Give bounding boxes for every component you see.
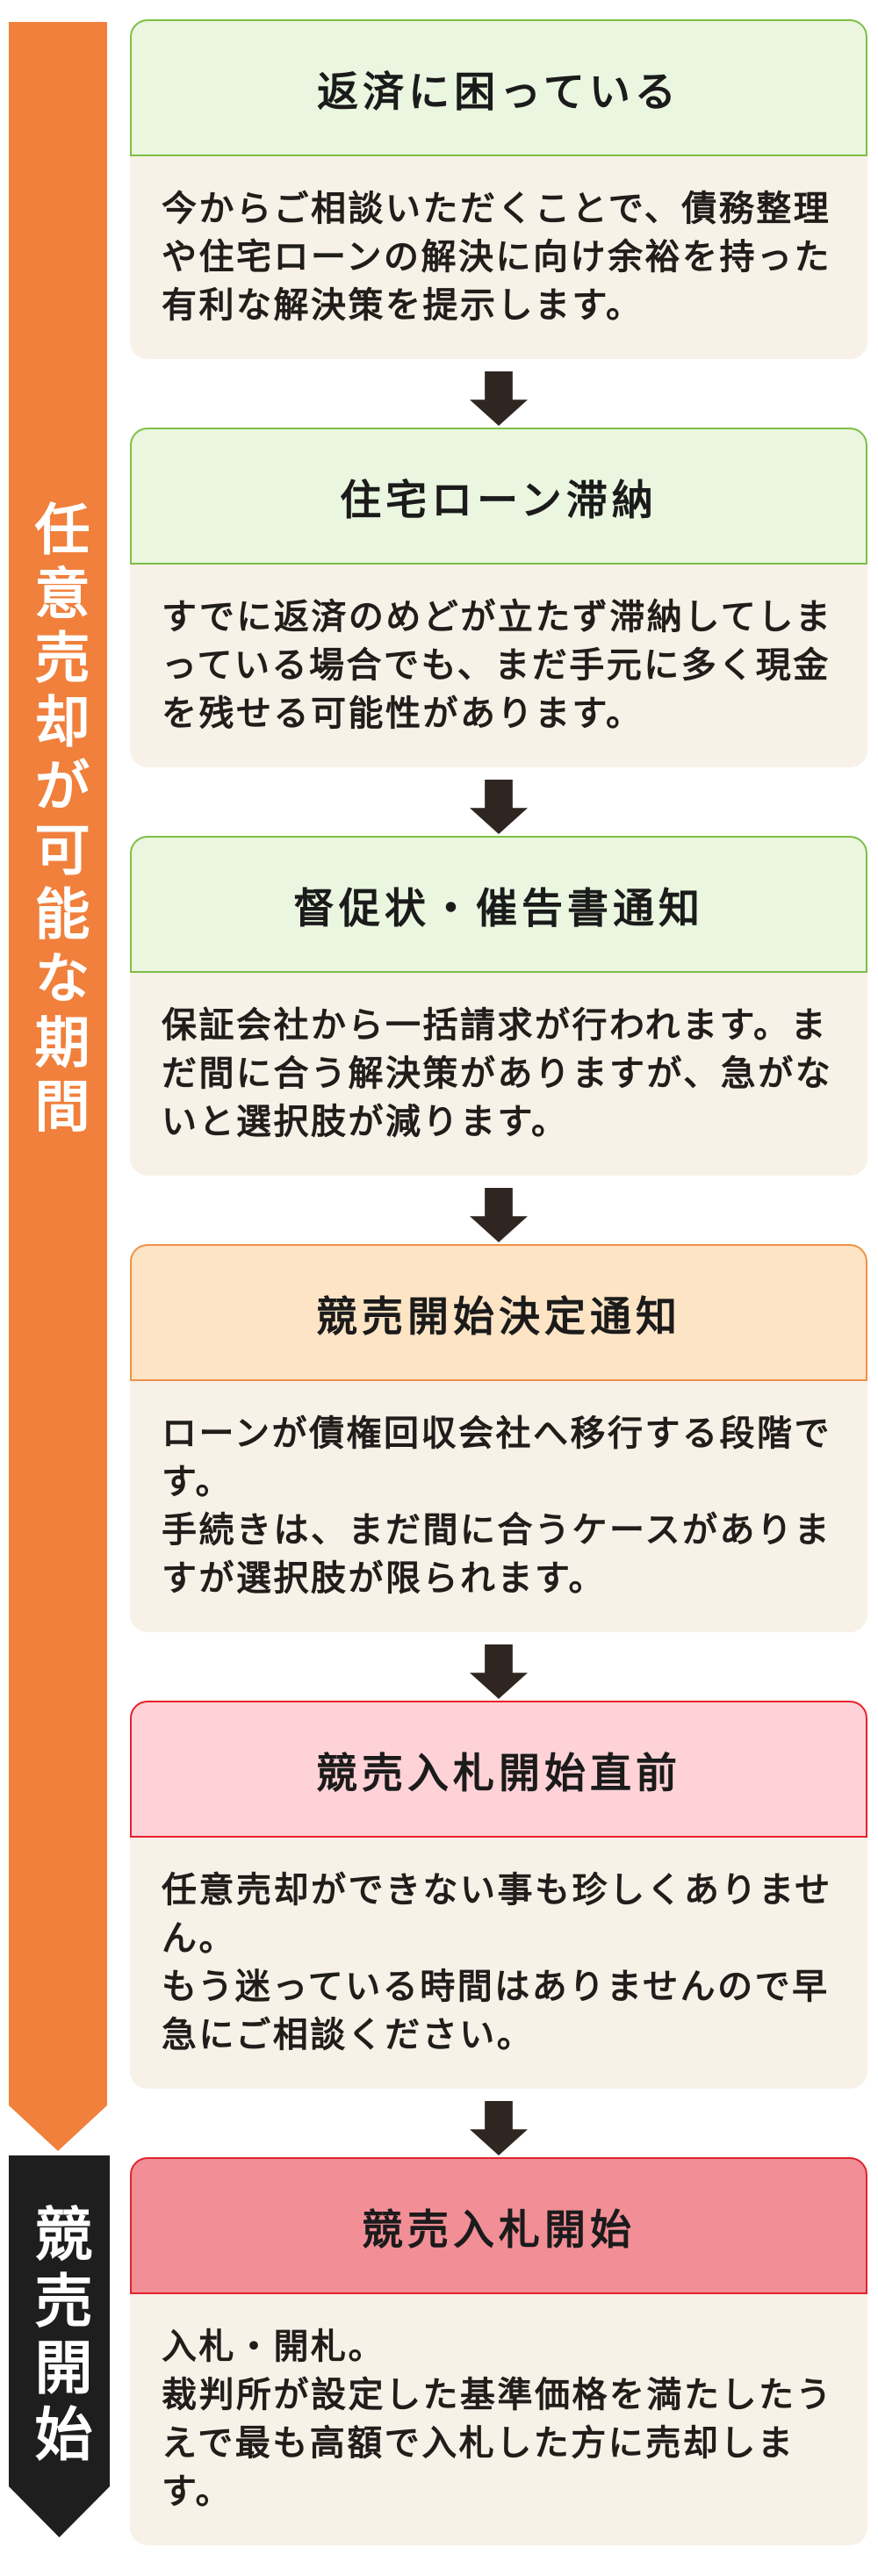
- step-header: 返済に困っている: [130, 19, 867, 156]
- flow-step-2: 住宅ローン滞納 すでに返済のめどが立たず滞納してしまっている場合でも、まだ手元に…: [130, 428, 867, 767]
- auction-banner-label: 競売開始: [26, 2204, 92, 2471]
- flow-step-3: 督促状・催告書通知 保証会社から一括請求が行われます。まだ間に合う解決策がありま…: [130, 836, 867, 1176]
- step-paragraph: すでに返済のめどが立たず滞納してしまっている場合でも、まだ手元に多く現金を残せる…: [162, 598, 833, 733]
- step-title: 返済に困っている: [317, 68, 680, 115]
- step-title: 競売開始決定通知: [316, 1292, 681, 1340]
- arrow-down-icon: [470, 780, 528, 834]
- flow-column: 返済に困っている 今からご相談いただくことで、債務整理や住宅ローンの解決に向け余…: [130, 19, 867, 2545]
- flow-step-6: 競売入札開始 入札・開札。裁判所が設定した基準価格を満たしたうえで最も高額で入札…: [130, 2157, 867, 2545]
- arrow-down-icon: [470, 1188, 528, 1242]
- step-title: 競売入札開始直前: [316, 1749, 681, 1796]
- step-paragraph: もう迷っている時間はありませんので早急にご相談ください。: [162, 1968, 830, 2054]
- period-banner-label: 任意売却が可能な期間: [26, 500, 89, 1141]
- flow-step-5: 競売入札開始直前 任意売却ができない事も珍しくありません。もう迷っている時間はあ…: [130, 1701, 867, 2089]
- period-banner: 任意売却が可能な期間: [9, 22, 107, 2151]
- step-description: 任意売却ができない事も珍しくありません。もう迷っている時間はありませんので早急に…: [130, 1838, 867, 2089]
- flow-step-1: 返済に困っている 今からご相談いただくことで、債務整理や住宅ローンの解決に向け余…: [130, 19, 867, 359]
- step-paragraph: 裁判所が設定した基準価格を満たしたうえで最も高額で入札した方に売却します。: [162, 2376, 833, 2511]
- step-header: 督促状・催告書通知: [130, 836, 867, 973]
- step-description: ローンが債権回収会社へ移行する段階です。手続きは、まだ間に合うケースがありますが…: [130, 1381, 867, 1632]
- step-paragraph: ローンが債権回収会社へ移行する段階です。: [162, 1414, 831, 1501]
- step-paragraph: 手続きは、まだ間に合うケースがありますが選択肢が限られます。: [162, 1511, 831, 1598]
- auction-banner: 競売開始: [9, 2155, 110, 2537]
- arrow-down-icon: [470, 2101, 528, 2155]
- arrow-down-icon: [470, 1644, 528, 1699]
- step-header: 住宅ローン滞納: [130, 428, 867, 565]
- step-header: 競売開始決定通知: [130, 1244, 867, 1381]
- step-title: 住宅ローン滞納: [340, 476, 658, 523]
- step-description: 今からご相談いただくことで、債務整理や住宅ローンの解決に向け余裕を持った有利な解…: [130, 156, 867, 359]
- flow-arrow-connector: [130, 1176, 867, 1244]
- step-paragraph: 今からご相談いただくことで、債務整理や住宅ローンの解決に向け余裕を持った有利な解…: [162, 190, 831, 325]
- arrow-down-icon: [470, 371, 528, 426]
- step-paragraph: 入札・開札。: [162, 2328, 385, 2366]
- step-description: 入札・開札。裁判所が設定した基準価格を満たしたうえで最も高額で入札した方に売却し…: [130, 2294, 867, 2545]
- step-title: 督促状・催告書通知: [293, 884, 704, 932]
- step-description: 保証会社から一括請求が行われます。まだ間に合う解決策がありますが、急がないと選択…: [130, 973, 867, 1176]
- flow-arrow-connector: [130, 767, 867, 836]
- flow-arrow-connector: [130, 2089, 867, 2157]
- flow-arrow-connector: [130, 359, 867, 428]
- step-paragraph: 保証会社から一括請求が行われます。まだ間に合う解決策がありますが、急がないと選択…: [162, 1006, 833, 1141]
- step-header: 競売入札開始: [130, 2157, 867, 2294]
- step-paragraph: 任意売却ができない事も珍しくありません。: [162, 1871, 832, 1958]
- flow-step-4: 競売開始決定通知 ローンが債権回収会社へ移行する段階です。手続きは、まだ間に合う…: [130, 1244, 867, 1632]
- step-description: すでに返済のめどが立たず滞納してしまっている場合でも、まだ手元に多く現金を残せる…: [130, 565, 867, 767]
- step-title: 競売入札開始: [362, 2205, 636, 2253]
- step-header: 競売入札開始直前: [130, 1701, 867, 1838]
- flow-arrow-connector: [130, 1632, 867, 1701]
